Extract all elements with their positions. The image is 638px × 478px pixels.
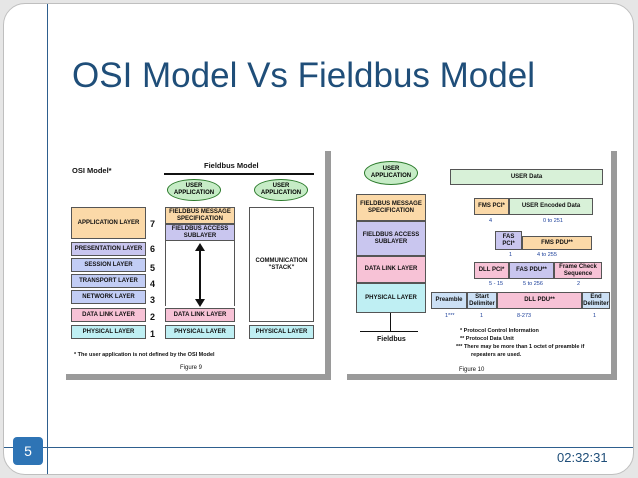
fieldbus-message-specification: FIELDBUS MESSAGE SPECIFICATION	[165, 207, 235, 224]
fms-pci-box: FMS PCI*	[474, 198, 509, 215]
fieldbus-heading: Fieldbus Model	[204, 161, 259, 170]
osi-layer-number: 5	[150, 263, 156, 273]
user-application-ellipse-1: USER APPLICATION	[167, 179, 221, 201]
osi-application-layer: APPLICATION LAYER	[71, 207, 146, 239]
fas-pdu-box: FAS PDU**	[509, 262, 554, 279]
octet-count: 1	[593, 313, 597, 319]
osi-layer-number: 4	[150, 279, 156, 289]
figure-9-caption: Figure 9	[180, 365, 203, 371]
octet-count: 8-273	[517, 313, 532, 319]
double-arrow-icon	[195, 243, 205, 307]
slide-time: 02:32:31	[557, 450, 608, 465]
osi-heading: OSI Model*	[72, 166, 112, 175]
dll-pdu-box: DLL PDU**	[497, 292, 582, 309]
user-encoded-data-box: USER Encoded Data	[509, 198, 593, 215]
preamble-box: Preamble	[431, 292, 467, 309]
figure-9: OSI Model* Fieldbus Model USER APPLICATI…	[66, 151, 331, 380]
osi-transport-layer: TRANSPORT LAYER	[71, 274, 146, 288]
end-delimiter-box: End Delimiter	[582, 292, 610, 309]
octet-count: 5 - 15	[489, 281, 504, 287]
osi-network-layer: NETWORK LAYER	[71, 290, 146, 304]
osi-session-layer: SESSION LAYER	[71, 258, 146, 272]
note-protocol-data-unit: ** Protocol Data Unit	[460, 336, 514, 342]
user-data-box: USER Data	[450, 169, 603, 185]
octet-count: 1	[509, 252, 513, 258]
osi-layer-number: 6	[150, 244, 156, 254]
octet-count: 5 to 256	[523, 281, 543, 287]
dll-pci-box: DLL PCI*	[474, 262, 509, 279]
octet-count: 2	[577, 281, 581, 287]
osi-data-link-layer: DATA LINK LAYER	[71, 308, 146, 322]
octet-count: 4 to 255	[537, 252, 557, 258]
user-application-ellipse-2: USER APPLICATION	[254, 179, 308, 201]
figure-10-caption: Figure 10	[459, 367, 485, 373]
octet-count: 4	[489, 218, 493, 224]
note-preamble: *** There may be more than 1 octet of pr…	[456, 344, 585, 350]
user-application-ellipse: USER APPLICATION	[364, 161, 418, 185]
bus-drop-line	[390, 313, 391, 331]
physical-layer: PHYSICAL LAYER	[356, 283, 426, 313]
note-repeaters: repeaters are used.	[471, 352, 522, 358]
octet-count: 0 to 251	[543, 218, 563, 224]
footer-divider	[4, 447, 633, 448]
figure-10: USER APPLICATION FIELDBUS MESSAGE SPECIF…	[347, 151, 617, 380]
heading-rule	[164, 173, 314, 175]
slide: OSI Model Vs Fieldbus Model OSI Model* F…	[3, 3, 634, 475]
osi-physical-layer: PHYSICAL LAYER	[71, 325, 146, 339]
fieldbus-physical-layer-2: PHYSICAL LAYER	[249, 325, 314, 339]
osi-layer-number: 2	[150, 312, 156, 322]
fieldbus-access-sublayer: FIELDBUS ACCESS SUBLAYER	[356, 221, 426, 256]
octet-count: 1	[480, 313, 484, 319]
fieldbus-label: Fieldbus	[377, 336, 406, 343]
osi-layer-number: 7	[150, 219, 156, 229]
osi-layer-number: 1	[150, 329, 156, 339]
fieldbus-message-specification: FIELDBUS MESSAGE SPECIFICATION	[356, 194, 426, 221]
data-link-layer: DATA LINK LAYER	[356, 256, 426, 283]
note-protocol-control: * Protocol Control Information	[460, 328, 539, 334]
fieldbus-data-link-layer: DATA LINK LAYER	[165, 308, 235, 322]
slide-title: OSI Model Vs Fieldbus Model	[72, 56, 535, 95]
fms-pdu-box: FMS PDU**	[522, 236, 592, 250]
start-delimiter-box: Start Delimiter	[467, 292, 497, 309]
osi-presentation-layer: PRESENTATION LAYER	[71, 242, 146, 256]
fieldbus-access-sublayer: FIELDBUS ACCESS SUBLAYER	[165, 224, 235, 241]
bus-line	[360, 331, 418, 332]
fas-pci-box: FAS PCI*	[495, 231, 522, 250]
osi-layer-number: 3	[150, 295, 156, 305]
octet-count: 1***	[445, 313, 455, 319]
left-divider	[47, 4, 48, 474]
slide-number: 5	[13, 437, 43, 465]
frame-check-sequence-box: Frame Check Sequence	[554, 262, 602, 279]
communication-stack: COMMUNICATION "STACK"	[249, 207, 314, 322]
fieldbus-physical-layer: PHYSICAL LAYER	[165, 325, 235, 339]
figure-9-footnote: * The user application is not defined by…	[74, 352, 215, 358]
